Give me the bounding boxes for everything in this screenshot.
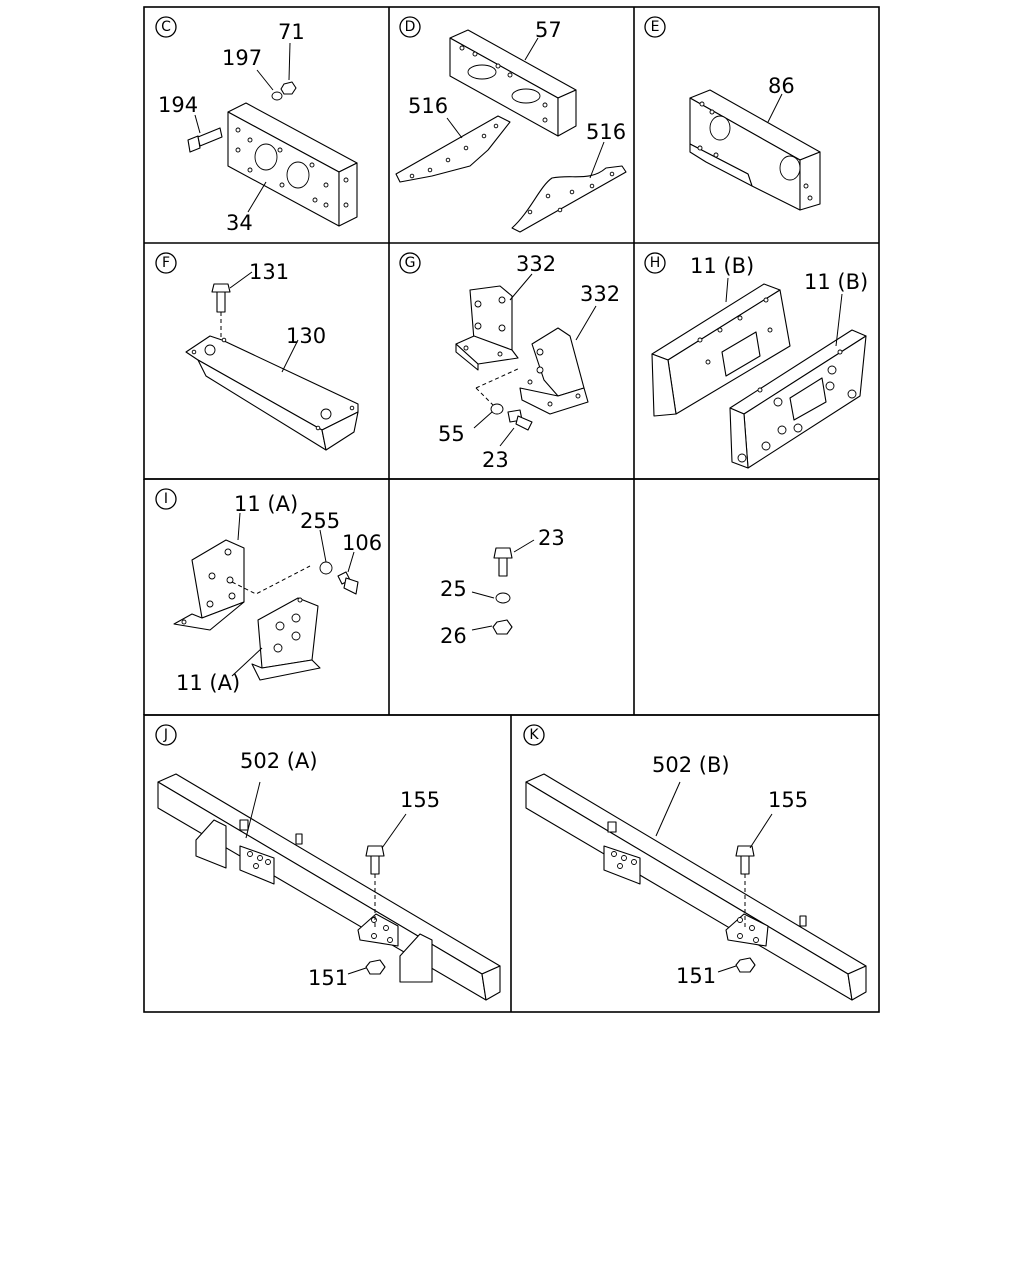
bolt-194-drawing (187, 127, 223, 153)
svg-text:C: C (161, 19, 171, 35)
bracket-332-left-drawing (455, 285, 519, 371)
part-label-130: 130 (286, 324, 326, 348)
svg-text:D: D (405, 19, 416, 35)
part-label-151-k: 151 (676, 964, 716, 988)
part-label-151-j: 151 (308, 966, 348, 990)
panel-e: E 86 (644, 16, 821, 211)
part-label-255: 255 (300, 509, 340, 533)
crossmember-130-drawing (185, 335, 359, 451)
part-label-194: 194 (158, 93, 198, 117)
grid-frame (143, 6, 880, 1013)
part-label-155-j: 155 (400, 788, 440, 812)
washer-197-drawing (271, 91, 283, 101)
panel-d: D 57 516 516 (395, 16, 627, 233)
part-label-11a-upper: 11 (A) (234, 492, 298, 516)
part-label-332-left: 332 (516, 252, 556, 276)
part-label-23: 23 (482, 448, 509, 472)
frame-11b-upper-drawing (651, 283, 791, 417)
part-label-516-right: 516 (586, 120, 626, 144)
bolt-155-j-drawing (365, 845, 385, 875)
washer-255-drawing (319, 561, 333, 575)
bracket-11a-upper-drawing (173, 539, 245, 631)
svg-text:I: I (164, 491, 168, 507)
panel-g: G 332 332 55 23 (399, 252, 620, 472)
plate-516-left-drawing (395, 115, 511, 183)
svg-text:K: K (529, 727, 539, 743)
part-label-34: 34 (226, 211, 253, 235)
bolt-131-drawing (211, 283, 231, 313)
panel-letter-g: G (399, 252, 421, 274)
nut-71-drawing (280, 81, 297, 95)
panel-c: C 71 197 194 34 (155, 16, 358, 235)
panel-letter-c: C (155, 16, 177, 38)
bracket-34-drawing (227, 102, 358, 227)
nut-151-k-drawing (735, 957, 756, 973)
bolt-155-k-drawing (735, 845, 755, 875)
part-label-502a: 502 (A) (240, 749, 318, 773)
panel-letter-j: J (155, 724, 177, 746)
svg-text:G: G (405, 255, 416, 271)
panel-letter-k: K (523, 724, 545, 746)
part-label-26: 26 (440, 624, 467, 648)
part-label-502b: 502 (B) (652, 753, 730, 777)
part-label-11b-lower: 11 (B) (804, 270, 868, 294)
part-label-23-hardware: 23 (538, 526, 565, 550)
panel-letter-e: E (644, 16, 666, 38)
bolt-23-drawing (507, 409, 533, 431)
panel-hardware: 23 25 26 (440, 526, 565, 648)
svg-text:J: J (163, 727, 168, 743)
plate-516-right-drawing (511, 165, 627, 233)
part-label-332-right: 332 (580, 282, 620, 306)
part-label-55: 55 (438, 422, 465, 446)
frame-11b-lower-drawing (729, 329, 867, 469)
svg-text:F: F (162, 255, 170, 271)
part-label-197: 197 (222, 46, 262, 70)
panel-letter-f: F (155, 252, 177, 274)
part-label-11b-upper: 11 (B) (690, 254, 754, 278)
bolt-23-hardware-drawing (493, 547, 513, 577)
bracket-11a-lower-drawing (251, 597, 321, 681)
part-label-131: 131 (249, 260, 289, 284)
part-label-57: 57 (535, 18, 562, 42)
panel-letter-i: I (155, 488, 177, 510)
crossmember-502a-drawing (157, 773, 501, 1001)
panel-letter-h: H (644, 252, 666, 274)
part-label-11a-lower: 11 (A) (176, 671, 240, 695)
panel-k: K 502 (B) 155 151 (523, 724, 867, 1001)
part-label-25: 25 (440, 577, 467, 601)
nut-26-drawing (492, 619, 513, 635)
panel-f: F 131 130 (155, 252, 359, 451)
washer-55-drawing (490, 403, 504, 415)
panel-letter-d: D (399, 16, 421, 38)
bolt-106-drawing (337, 571, 359, 595)
svg-text:E: E (651, 19, 660, 35)
crossmember-502b-drawing (525, 773, 867, 1001)
nut-151-j-drawing (365, 959, 386, 975)
part-label-106: 106 (342, 531, 382, 555)
panel-j: J 502 (A) 155 151 (155, 724, 501, 1001)
part-label-155-k: 155 (768, 788, 808, 812)
part-label-516-left: 516 (408, 94, 448, 118)
bracket-57-drawing (449, 29, 577, 137)
svg-text:H: H (650, 255, 661, 271)
panel-i: I 11 (A) 255 106 11 (A) (155, 488, 382, 695)
bracket-86-drawing (689, 89, 821, 211)
bracket-332-right-drawing (519, 327, 589, 415)
part-label-86: 86 (768, 74, 795, 98)
panel-h: H 11 (B) 11 (B) (644, 252, 868, 469)
part-label-71: 71 (278, 20, 305, 44)
washer-25-drawing (495, 592, 511, 604)
